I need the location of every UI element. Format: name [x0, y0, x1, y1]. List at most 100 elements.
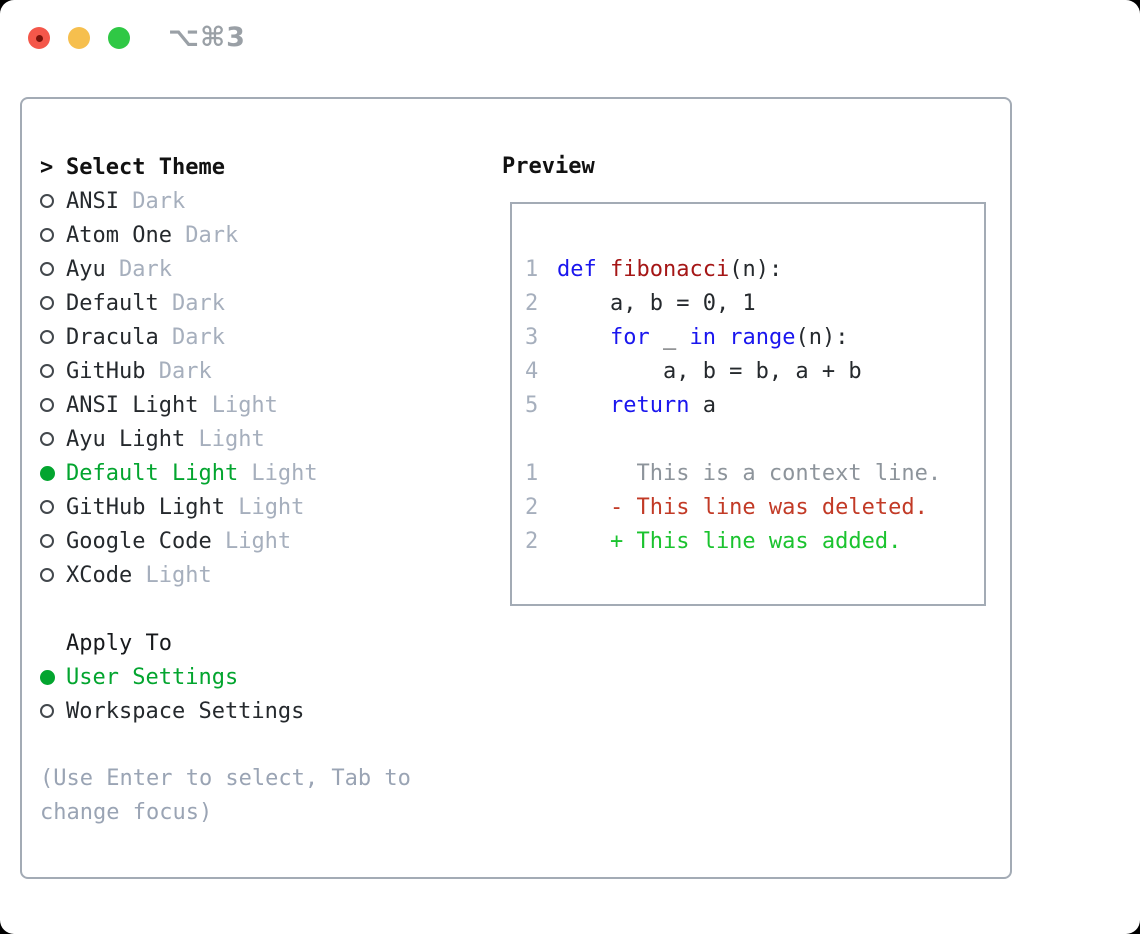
theme-variant-label: Dark [145, 358, 212, 384]
radio-icon [40, 568, 66, 582]
theme-option-ayu[interactable]: Ayu Dark [40, 252, 480, 286]
code-token: def [557, 257, 597, 282]
line-number: 3 [525, 325, 539, 350]
line-number: 4 [525, 359, 539, 384]
radio-selected-icon [40, 669, 66, 685]
radio-circle [40, 194, 54, 208]
theme-option-github[interactable]: GitHub Dark [40, 354, 480, 388]
apply-option-user-settings[interactable]: User Settings [40, 660, 480, 694]
radio-circle [40, 262, 54, 276]
code-token: (n): [795, 325, 849, 350]
code-line: 3 for _ in range(n): [525, 321, 984, 355]
radio-icon [40, 704, 66, 718]
radio-circle [40, 465, 55, 481]
radio-circle [40, 364, 54, 378]
theme-variant-label: Light [211, 528, 292, 554]
radio-circle [40, 296, 54, 310]
theme-option-default[interactable]: Default Dark [40, 286, 480, 320]
zoom-button[interactable] [108, 27, 130, 49]
code-token [557, 325, 610, 350]
apply-option-workspace-settings[interactable]: Workspace Settings [40, 694, 480, 728]
hint-line: (Use Enter to select, Tab to [40, 766, 411, 791]
radio-circle [40, 669, 55, 685]
radio-icon [40, 534, 66, 548]
close-dot-icon [35, 34, 43, 42]
theme-option-atom-one[interactable]: Atom One Dark [40, 218, 480, 252]
theme-option-ansi-light[interactable]: ANSI Light Light [40, 388, 480, 422]
radio-icon [40, 500, 66, 514]
line-number: 1 [525, 257, 539, 282]
theme-variant-label: Light [132, 562, 212, 588]
preview-title: Preview [502, 154, 595, 179]
line-number: 1 [525, 461, 539, 486]
theme-variant-label: Dark [171, 222, 239, 248]
theme-option-dracula[interactable]: Dracula Dark [40, 320, 480, 354]
spacer-row [40, 592, 480, 626]
diff-text: + This line was added. [557, 529, 902, 554]
code-token: _ [649, 325, 690, 350]
focus-caret-icon: > [40, 154, 54, 180]
theme-variant-label: Dark [105, 256, 172, 282]
radio-icon [40, 398, 66, 412]
theme-variant-label: Dark [118, 188, 186, 214]
theme-variant-label: Dark [158, 324, 225, 350]
apply-to-header: Apply To [40, 626, 480, 660]
line-number: 2 [525, 529, 539, 554]
code-token [557, 393, 610, 418]
radio-icon [40, 330, 66, 344]
code-line: 5 return a [525, 389, 984, 423]
radio-circle [40, 534, 54, 548]
code-token: range [729, 325, 796, 350]
diff-line-context: 1 This is a context line. [525, 457, 984, 491]
diff-text: This is a context line. [557, 461, 942, 486]
theme-option-label: XCode [66, 562, 133, 588]
keyboard-shortcut-label: ⌥⌘3 [168, 22, 246, 53]
radio-icon [40, 262, 66, 276]
line-number: 2 [525, 495, 539, 520]
theme-variant-label: Light [185, 426, 265, 452]
theme-option-label: Atom One [66, 222, 172, 248]
radio-circle [40, 228, 54, 242]
theme-option-label: Ayu Light [66, 426, 186, 452]
theme-option-ayu-light[interactable]: Ayu Light Light [40, 422, 480, 456]
radio-circle [40, 398, 54, 412]
theme-option-label: Google Code [66, 528, 212, 554]
code-token: return [609, 393, 690, 418]
radio-circle [40, 568, 54, 582]
close-button[interactable] [28, 27, 50, 49]
theme-option-label: GitHub [66, 358, 146, 384]
theme-variant-label: Light [238, 460, 318, 486]
theme-variant-label: Dark [158, 290, 225, 316]
radio-circle [40, 330, 54, 344]
theme-option-google-code[interactable]: Google Code Light [40, 524, 480, 558]
code-token: fibonacci [610, 257, 730, 282]
radio-icon [40, 364, 66, 378]
theme-option-ansi[interactable]: ANSI Dark [40, 184, 480, 218]
hint-text: (Use Enter to select, Tab to change focus… [40, 762, 480, 830]
theme-option-default-light[interactable]: Default Light Light [40, 456, 480, 490]
theme-option-label: ANSI [66, 188, 119, 214]
code-token: for [609, 325, 650, 350]
code-token: (n): [729, 257, 783, 282]
line-number: 2 [525, 291, 539, 316]
theme-variant-label: Light [198, 392, 278, 418]
code-token [716, 325, 729, 350]
theme-option-github-light[interactable]: GitHub Light Light [40, 490, 480, 524]
code-token: a, b = b, a + b [557, 359, 862, 384]
minimize-button[interactable] [68, 27, 90, 49]
radio-circle [40, 432, 54, 446]
theme-option-xcode[interactable]: XCode Light [40, 558, 480, 592]
code-token [597, 257, 610, 282]
diff-line-added: 2 + This line was added. [525, 525, 984, 559]
apply-to-title: Apply To [66, 630, 172, 656]
diff-line-deleted: 2 - This line was deleted. [525, 491, 984, 525]
hint-line: change focus) [40, 800, 213, 825]
code-token: a [689, 393, 716, 418]
